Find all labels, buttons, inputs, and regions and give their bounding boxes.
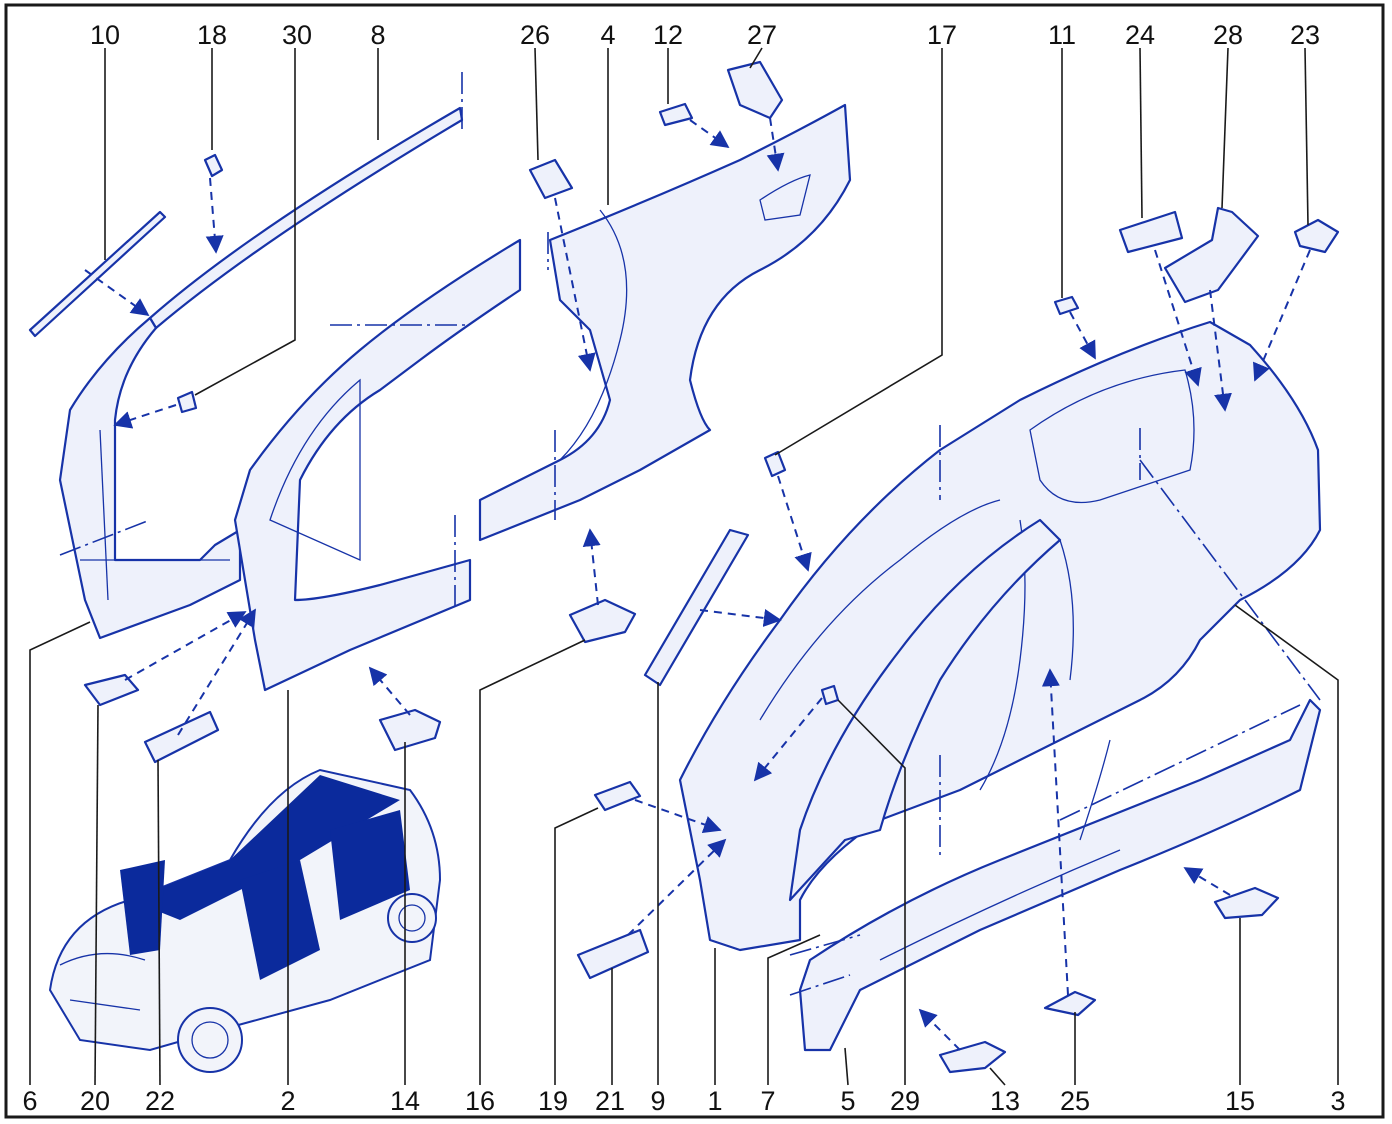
callout-18: 18 bbox=[197, 20, 227, 50]
part-9-strip bbox=[643, 528, 750, 687]
part-14-bracket bbox=[378, 708, 442, 752]
part-22-block bbox=[143, 710, 220, 764]
part-16-bracket bbox=[568, 598, 637, 644]
callout-6: 6 bbox=[22, 1086, 37, 1116]
callout-12: 12 bbox=[653, 20, 683, 50]
callout-21: 21 bbox=[595, 1086, 625, 1116]
right-assembly-arrows bbox=[627, 249, 1311, 1051]
callouts-top: 10 18 30 8 26 4 12 27 17 11 24 28 23 bbox=[90, 20, 1320, 50]
car-silhouette bbox=[48, 768, 442, 1073]
part-13-bracket bbox=[938, 1040, 1007, 1074]
callout-23: 23 bbox=[1290, 20, 1320, 50]
callout-19: 19 bbox=[538, 1086, 568, 1116]
callout-2: 2 bbox=[280, 1086, 295, 1116]
part-23-block bbox=[1293, 218, 1340, 254]
callout-11: 11 bbox=[1048, 20, 1076, 50]
part-10-trim-strip bbox=[28, 210, 167, 338]
callout-16: 16 bbox=[465, 1086, 495, 1116]
callout-9: 9 bbox=[650, 1086, 665, 1116]
callout-22: 22 bbox=[145, 1086, 175, 1116]
callouts-bottom: 6 20 22 2 14 16 19 21 9 1 7 5 29 13 25 1… bbox=[22, 1086, 1345, 1116]
part-15-bracket bbox=[1213, 886, 1280, 920]
part-17-clip bbox=[763, 450, 787, 478]
callout-1: 1 bbox=[707, 1086, 722, 1116]
callout-15: 15 bbox=[1225, 1086, 1255, 1116]
part-28-bracket bbox=[1163, 206, 1260, 304]
right-small-parts bbox=[576, 206, 1340, 1074]
part-21-block bbox=[576, 928, 650, 980]
part-8-roof-rail bbox=[148, 106, 464, 330]
part-27-block bbox=[726, 60, 784, 120]
callout-27: 27 bbox=[747, 20, 777, 50]
part-29-bolt bbox=[820, 684, 840, 706]
callout-14: 14 bbox=[390, 1086, 420, 1116]
callout-25: 25 bbox=[1060, 1086, 1090, 1116]
part-12-clip bbox=[658, 102, 694, 127]
part-30-bolt bbox=[176, 390, 198, 414]
callout-3: 3 bbox=[1330, 1086, 1345, 1116]
leader-lines bbox=[29, 47, 1339, 1086]
callout-4: 4 bbox=[600, 20, 615, 50]
callout-7: 7 bbox=[760, 1086, 775, 1116]
callout-13: 13 bbox=[990, 1086, 1020, 1116]
callout-29: 29 bbox=[890, 1086, 920, 1116]
callout-17: 17 bbox=[927, 20, 957, 50]
left-assembly bbox=[28, 72, 852, 692]
part-3-outer-panel bbox=[678, 320, 1322, 952]
part-2-door-frame bbox=[233, 238, 522, 692]
left-small-parts bbox=[83, 60, 784, 764]
diagram-frame bbox=[4, 3, 1385, 1119]
part-24-block bbox=[1118, 210, 1184, 254]
callout-8: 8 bbox=[370, 20, 385, 50]
left-assembly-arrows bbox=[84, 117, 785, 736]
part-18-clip bbox=[203, 153, 224, 178]
callout-20: 20 bbox=[80, 1086, 110, 1116]
callout-5: 5 bbox=[840, 1086, 855, 1116]
callout-30: 30 bbox=[282, 20, 312, 50]
part-6-front-pillar bbox=[58, 316, 242, 640]
part-20-block bbox=[83, 673, 140, 707]
callout-10: 10 bbox=[90, 20, 120, 50]
part-25-bracket bbox=[1043, 990, 1097, 1017]
callout-24: 24 bbox=[1125, 20, 1155, 50]
callout-26: 26 bbox=[520, 20, 550, 50]
part-7-inner-frame bbox=[788, 518, 1062, 902]
part-19-block bbox=[593, 780, 642, 812]
right-assembly bbox=[643, 320, 1322, 1052]
callout-28: 28 bbox=[1213, 20, 1243, 50]
part-11-clip bbox=[1053, 295, 1080, 316]
part-26-bracket bbox=[528, 158, 574, 200]
